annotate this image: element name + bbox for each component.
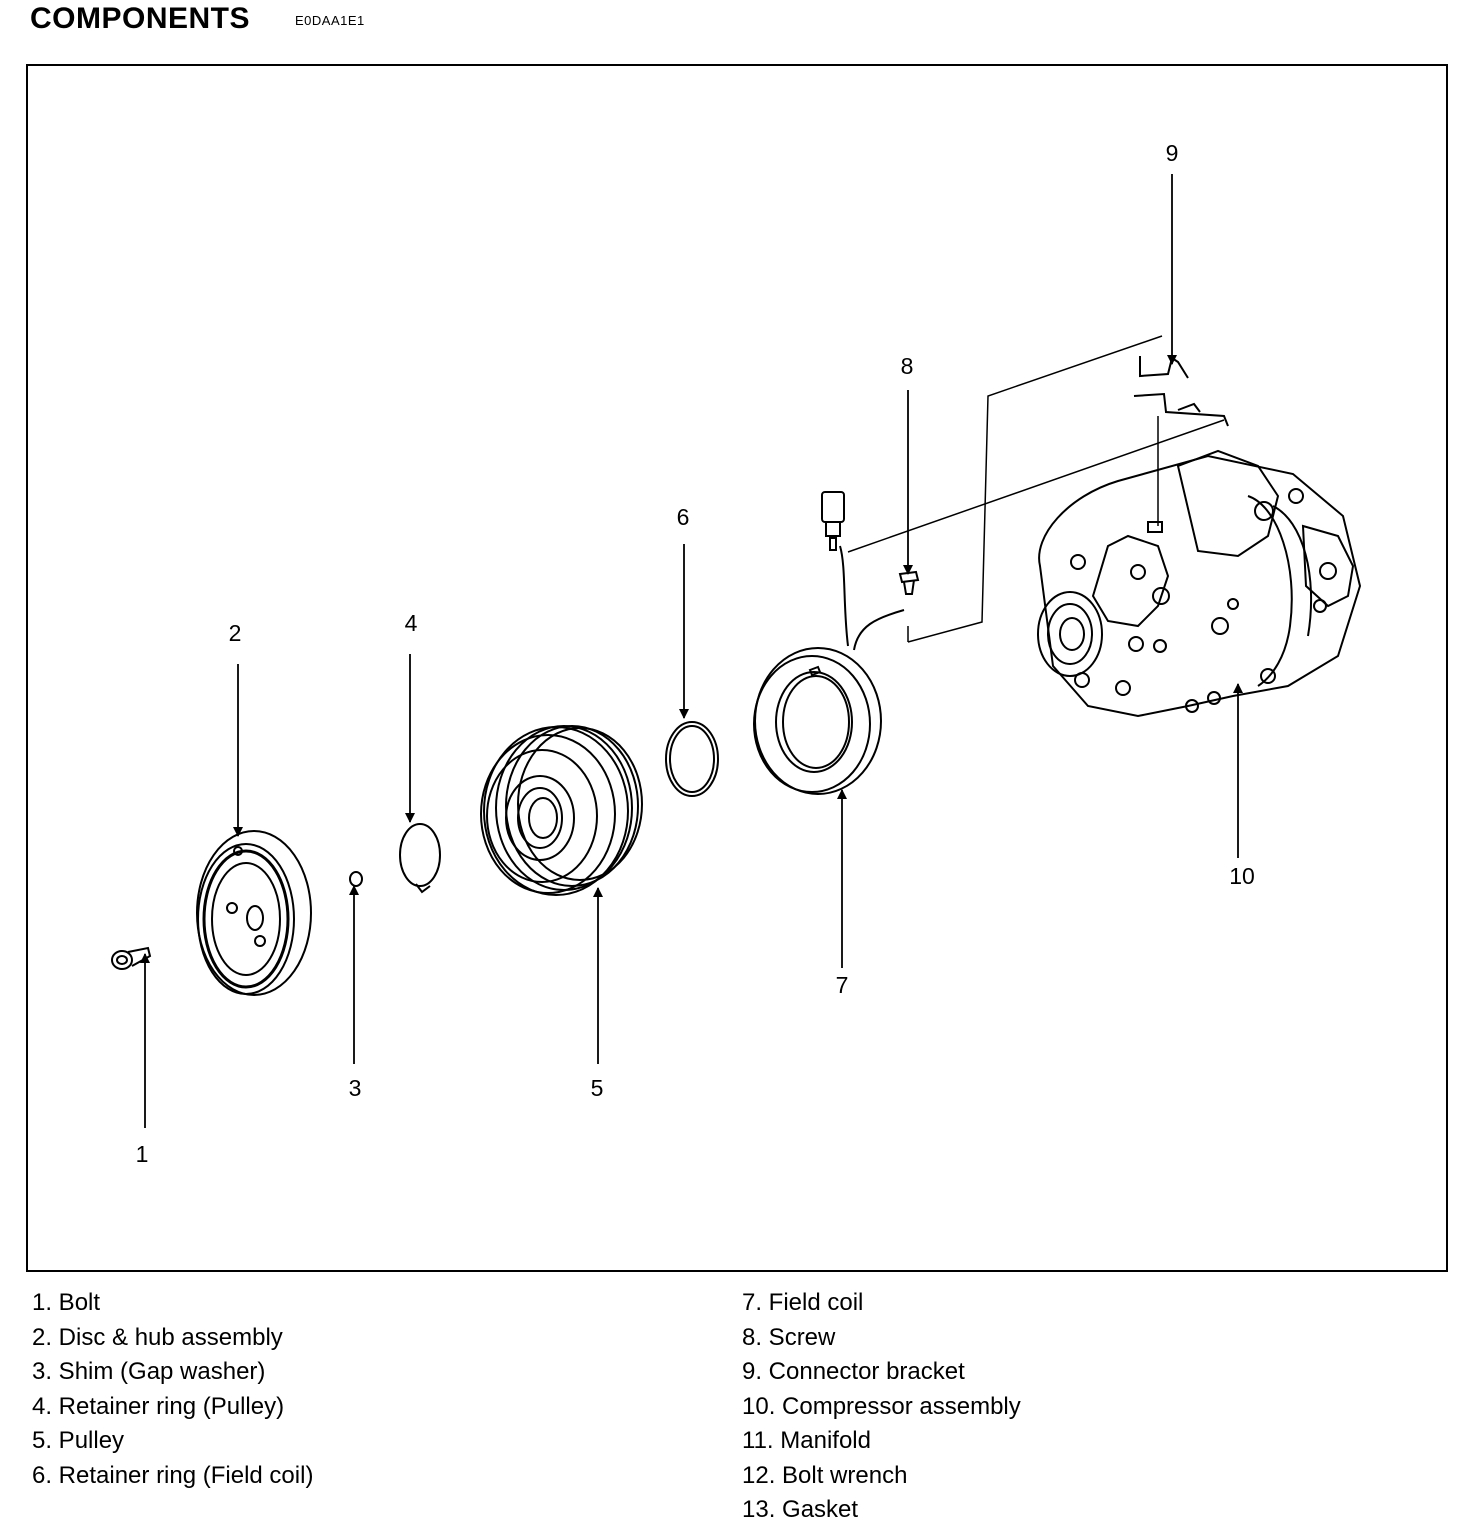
compressor-assembly-part [1037, 449, 1362, 718]
disc-hub-assembly-part [196, 830, 312, 996]
callout-3: 3 [348, 1075, 362, 1101]
callout-8: 8 [900, 353, 914, 379]
callout-4: 4 [404, 610, 418, 636]
connector-bracket-part [1133, 356, 1229, 427]
document-code: E0DAA1E1 [295, 13, 365, 28]
legend-item: 6. Retainer ring (Field coil) [32, 1461, 314, 1489]
screw-part [898, 570, 920, 595]
legend-item: 13. Gasket [742, 1496, 859, 1523]
legend-item: 4. Retainer ring (Pulley) [32, 1392, 285, 1420]
legend-item: 7. Field coil [742, 1289, 864, 1316]
legend-item: 10. Compressor assembly [742, 1392, 1021, 1420]
legend-item: 11. Manifold [742, 1427, 871, 1454]
callout-10: 10 [1229, 863, 1255, 889]
leader-arrows [140, 174, 1243, 1128]
legend-item: 9. Connector bracket [742, 1358, 965, 1385]
assembly-guide-lines [847, 335, 1225, 643]
legend-left: 1. Bolt 2. Disc & hub assembly 3. Shim (… [32, 1286, 313, 1493]
callout-7: 7 [835, 972, 849, 998]
callout-1: 1 [135, 1141, 149, 1167]
callout-6: 6 [676, 504, 690, 530]
exploded-view-diagram: 1 2 3 4 5 6 7 8 9 10 [26, 64, 1448, 1272]
legend-right: 7. Field coil 8. Screw 9. Connector brac… [742, 1286, 1021, 1528]
legend-item: 1. Bolt [32, 1289, 101, 1316]
retainer-ring-pulley-part [399, 823, 441, 894]
legend-item: 2. Disc & hub assembly [32, 1323, 283, 1351]
callout-9: 9 [1165, 140, 1179, 166]
legend-item: 3. Shim (Gap washer) [32, 1358, 266, 1385]
page-title: COMPONENTS [30, 2, 251, 35]
pulley-part [480, 725, 643, 896]
legend-item: 8. Screw [742, 1323, 836, 1351]
callout-2: 2 [228, 620, 242, 646]
legend-item: 12. Bolt wrench [742, 1461, 908, 1489]
field-coil-part [753, 491, 905, 795]
callout-5: 5 [590, 1075, 604, 1101]
shim-part [349, 871, 363, 887]
legend-item: 5. Pulley [32, 1427, 125, 1454]
retainer-ring-field-coil-part [665, 721, 719, 797]
